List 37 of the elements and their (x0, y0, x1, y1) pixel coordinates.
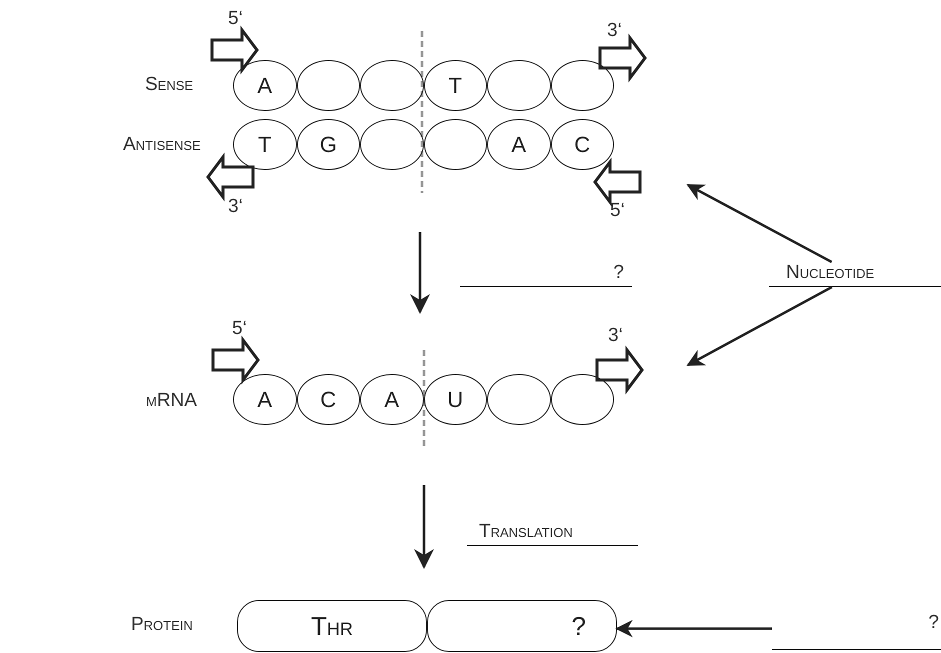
nucleotide-oval: U (424, 374, 487, 425)
empty-nucleotide-oval (487, 374, 550, 425)
empty-nucleotide-oval (550, 374, 614, 425)
empty-nucleotide-oval (296, 60, 360, 111)
nucleotide-oval: A (233, 60, 296, 111)
nucleotide-oval: G (296, 119, 360, 170)
answer-blank: ? (772, 612, 941, 650)
answer-blank: Translation (467, 521, 638, 546)
answer-blank: ? (460, 262, 632, 287)
nucleotide-oval: C (550, 119, 614, 170)
empty-nucleotide-oval (360, 60, 424, 111)
arrow (686, 184, 832, 264)
nucleotide-oval: C (296, 374, 360, 425)
strand-end-label: 5‘ (610, 200, 625, 222)
strand-end-label: 3‘ (608, 325, 623, 347)
amino-acid-capsule: ? (427, 600, 617, 652)
nucleotide-oval: T (424, 60, 487, 111)
empty-nucleotide-oval (487, 60, 550, 111)
row-label: Antisense (123, 134, 201, 156)
nucleotide-oval: A (360, 374, 424, 425)
arrow (615, 620, 772, 638)
strand-end-label: 3‘ (228, 196, 243, 218)
strand-end-label: 5‘ (228, 8, 243, 30)
nucleotide-oval: T (233, 119, 296, 170)
arrow (686, 286, 833, 366)
strand-end-label: 3‘ (607, 20, 622, 42)
row-label: Protein (131, 614, 193, 636)
row-label: Sense (145, 74, 194, 96)
empty-nucleotide-oval (360, 119, 424, 170)
answer-blank: Nucleotide (769, 262, 941, 287)
nucleotide-oval: A (487, 119, 550, 170)
empty-nucleotide-oval (424, 119, 487, 170)
strand-end-label: 5‘ (232, 318, 247, 340)
amino-acid-capsule: Thr (237, 600, 427, 652)
row-label: mRNA (146, 390, 197, 412)
empty-nucleotide-oval (550, 60, 614, 111)
nucleotide-oval: A (233, 374, 296, 425)
